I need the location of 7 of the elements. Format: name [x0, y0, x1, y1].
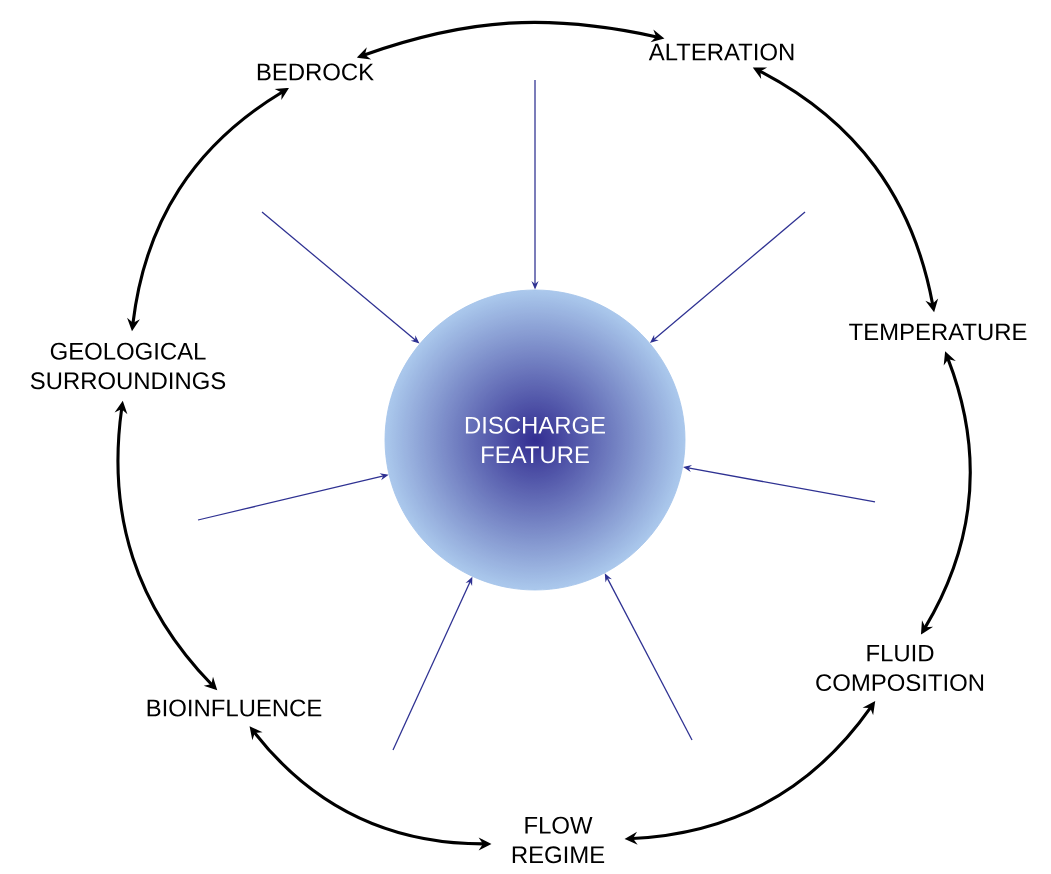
- node-label: FLOW REGIME: [512, 816, 605, 864]
- node-label: TEMPERATURE: [849, 323, 1027, 341]
- node-label: GEOLOGICAL SURROUNDINGS: [30, 342, 226, 390]
- node-label: ALTERATION: [648, 43, 794, 61]
- node-label: BEDROCK: [257, 63, 374, 81]
- node-label: FLUID COMPOSITION: [816, 644, 984, 692]
- node-label: BIOINFLUENCE: [147, 699, 322, 717]
